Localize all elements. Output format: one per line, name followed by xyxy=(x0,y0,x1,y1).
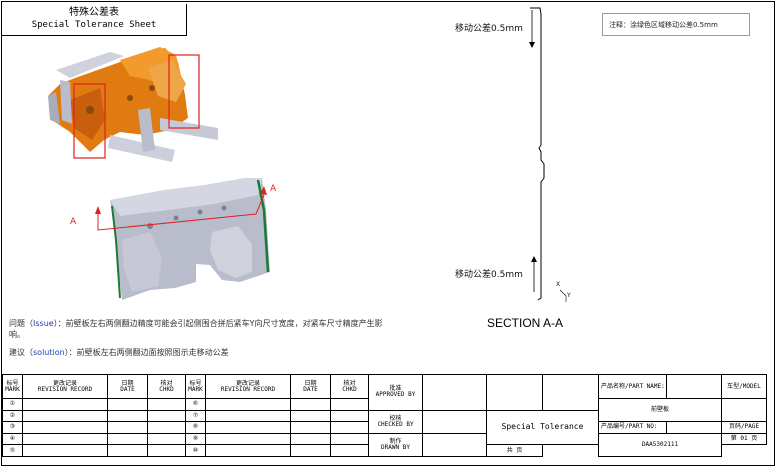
axis-y-label: Y xyxy=(567,292,571,299)
checked-by-value xyxy=(422,409,487,434)
part-name-label: 产品名称/PART NAME: xyxy=(598,374,667,399)
section-label: SECTION A-A xyxy=(487,316,564,330)
part-name-blank xyxy=(666,374,722,399)
mark-10: ⑩ xyxy=(185,444,206,457)
rev-1 xyxy=(22,398,108,411)
dash-panel-image xyxy=(95,178,270,300)
tolerance-top-label: 移动公差0.5mm xyxy=(455,24,523,34)
sheet-title-en: Special Tolerance Sheet xyxy=(31,20,157,30)
page-total: 共 页 xyxy=(486,444,543,457)
section-marker-left: A xyxy=(70,217,77,227)
mark-7: ⑦ xyxy=(185,409,206,423)
page-label: 页码/PAGE xyxy=(721,421,767,434)
model-label: 车型/MODEL xyxy=(721,374,767,399)
solution-text: 建议（solution）：前壁板左右两侧翻边面按照图示走移动公差 xyxy=(9,348,229,357)
note-box: 注释：涂绿色区域移动公差0.5mm xyxy=(602,13,750,36)
page-number: 第 01 页 xyxy=(721,432,767,446)
axis-x-label: X xyxy=(556,281,561,288)
mark-1: ① xyxy=(2,398,23,411)
special-tolerance-label: Special Tolerance xyxy=(486,409,599,446)
part-name-value: 前壁板 xyxy=(598,397,722,423)
issue-text: 问题（Issue）：前壁板左右两侧翻边精度可能会引起侧围合拼后紧车Y向尺寸宽度，… xyxy=(9,319,383,339)
drawn-by-value xyxy=(422,432,487,457)
section-profile xyxy=(529,7,567,302)
mark-5: ⑤ xyxy=(2,444,23,457)
part-no-label: 产品编号/PART NO: xyxy=(598,421,667,434)
body-assembly-image xyxy=(48,47,218,162)
blank-cell-2 xyxy=(542,374,599,411)
mark-3: ③ xyxy=(2,421,23,434)
section-marker-right: A xyxy=(270,184,277,194)
part-no-blank xyxy=(666,421,722,434)
blank-cell-1 xyxy=(486,374,543,411)
mark-2: ② xyxy=(2,409,23,423)
model-value xyxy=(721,397,767,423)
mark-6: ⑥ xyxy=(185,398,206,411)
tolerance-bottom-label: 移动公差0.5mm xyxy=(455,270,523,280)
mark-9: ⑨ xyxy=(185,432,206,446)
sheet-title-box: 特殊公差表 Special Tolerance Sheet xyxy=(2,4,187,36)
part-no-value: DAA5302111 xyxy=(598,432,722,457)
mark-4: ④ xyxy=(2,432,23,446)
approved-by-value xyxy=(422,374,487,411)
sheet-title-cn: 特殊公差表 xyxy=(69,7,119,18)
mark-8: ⑧ xyxy=(185,421,206,434)
